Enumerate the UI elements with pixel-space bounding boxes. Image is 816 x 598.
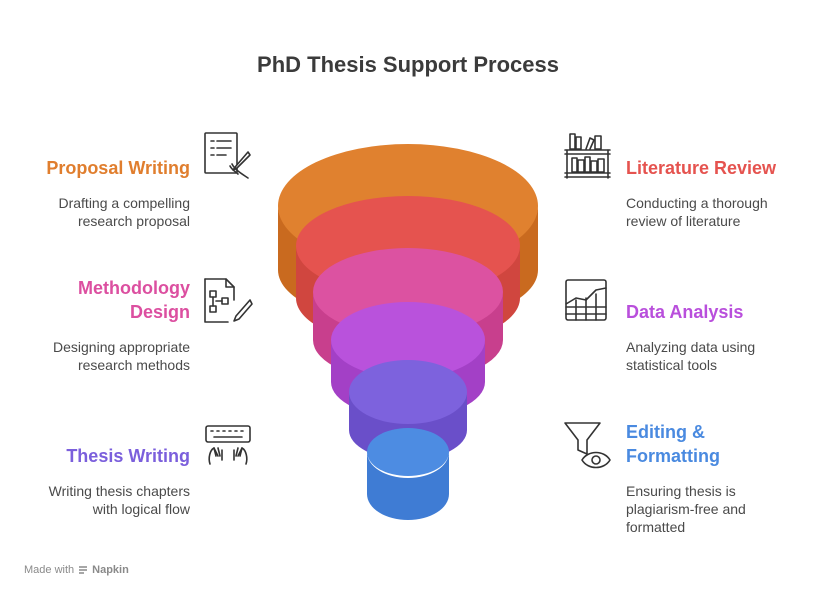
step-description-line: Writing thesis chapters xyxy=(48,483,190,499)
step-description: Conducting a thorough review of literatu… xyxy=(626,194,806,230)
step-editing-formatting: Editing & Formatting Ensuring thesis is … xyxy=(626,420,806,536)
funnel-layer-6 xyxy=(367,428,449,520)
step-description: Drafting a compelling research proposal xyxy=(0,194,190,230)
step-heading: Editing & Formatting xyxy=(626,420,806,468)
step-description-line: statistical tools xyxy=(626,357,718,373)
step-thesis-writing: Thesis Writing Writing thesis chapters w… xyxy=(0,444,190,518)
step-heading-line: Editing & xyxy=(626,422,705,442)
step-description: Designing appropriate research methods xyxy=(0,338,190,374)
footer-brand: Napkin xyxy=(92,564,129,576)
typing-keyboard-icon xyxy=(202,420,254,472)
step-description-line: Drafting a compelling xyxy=(58,195,190,211)
step-heading: Thesis Writing xyxy=(66,446,190,466)
step-heading: Data Analysis xyxy=(626,302,744,322)
step-heading-line: Design xyxy=(129,302,190,322)
footer-prefix: Made with xyxy=(24,564,75,576)
step-description-line: Ensuring thesis is xyxy=(626,483,736,499)
step-heading: Literature Review xyxy=(626,158,777,178)
step-description: Analyzing data using statistical tools xyxy=(626,338,806,374)
step-description: Ensuring thesis is plagiarism-free and f… xyxy=(626,482,806,536)
step-description-line: Designing appropriate xyxy=(53,339,190,355)
step-description-line: Conducting a thorough xyxy=(626,195,768,211)
page-title: PhD Thesis Support Process xyxy=(257,52,559,77)
step-proposal-writing: Proposal Writing Drafting a compelling r… xyxy=(0,156,190,230)
step-description-line: formatted xyxy=(626,519,686,535)
step-description-line: with logical flow xyxy=(92,501,190,517)
step-heading: Methodology Design xyxy=(0,276,190,324)
step-literature-review: Literature Review Conducting a thorough … xyxy=(626,156,806,230)
document-pen-icon xyxy=(202,130,254,182)
step-heading: Proposal Writing xyxy=(46,158,190,178)
filter-eye-icon xyxy=(562,420,614,472)
step-data-analysis: Data Analysis Analyzing data using stati… xyxy=(626,300,806,374)
step-description-line: research proposal xyxy=(77,213,190,229)
step-methodology-design: Methodology Design Designing appropriate… xyxy=(0,276,190,374)
step-heading-line: Methodology xyxy=(78,278,190,298)
step-description-line: review of literature xyxy=(626,213,741,229)
napkin-logo-icon xyxy=(79,566,88,574)
step-description-line: Analyzing data using xyxy=(626,339,756,355)
step-heading-line: Formatting xyxy=(626,446,720,466)
step-description-line: research methods xyxy=(77,357,190,373)
made-with-napkin-footer: Made with Napkin xyxy=(24,564,129,576)
step-description-line: plagiarism-free and xyxy=(626,501,746,517)
step-description: Writing thesis chapters with logical flo… xyxy=(0,482,190,518)
grid-chart-icon xyxy=(562,276,614,328)
flowchart-pen-icon xyxy=(202,276,254,328)
bookshelf-icon xyxy=(562,130,614,182)
